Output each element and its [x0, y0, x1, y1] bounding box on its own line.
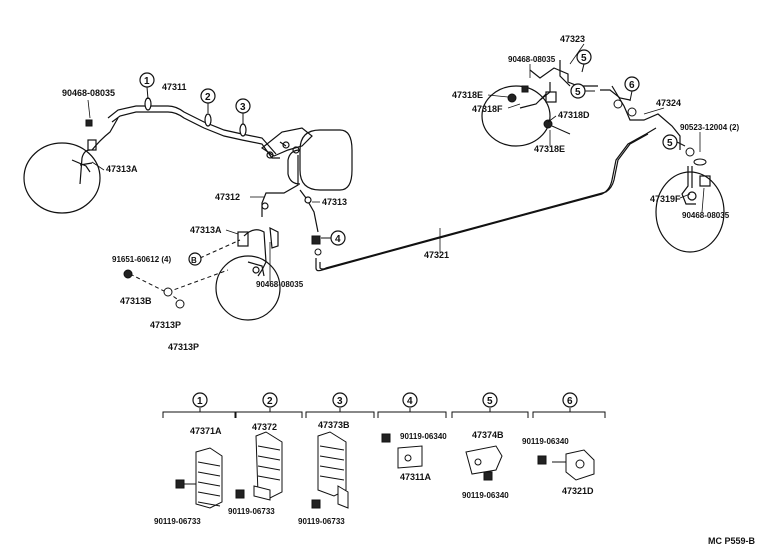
detail-1-clamp	[175, 447, 223, 509]
callout-leaders	[146, 63, 686, 239]
bolt-guide-lines	[129, 239, 241, 305]
label-47313A-mid: 47313A	[190, 225, 222, 235]
callout-2-label: 2	[205, 92, 211, 103]
bracket-mid	[269, 226, 279, 249]
detail-2-clamp	[235, 431, 283, 501]
left-tube-fitting	[71, 159, 93, 173]
label-47313P-b: 47313P	[168, 342, 199, 352]
part-labels: 90468-08035 47311 47313A 47312 47313 473…	[62, 34, 739, 352]
right-rear-wheel-assembly	[655, 166, 725, 253]
left-clip	[87, 139, 97, 151]
tube-47321	[315, 127, 657, 272]
detail-2-callout: 2	[267, 396, 273, 407]
left-rear-wheel-assembly	[23, 117, 119, 214]
d5-part-label: 47374B	[472, 430, 504, 440]
label-91651: 91651-60612 (4)	[112, 255, 171, 264]
label-47323: 47323	[560, 34, 585, 44]
label-47318D: 47318D	[558, 110, 590, 120]
detail-6-callout: 6	[567, 396, 573, 407]
detail-4-bracket	[381, 433, 423, 469]
label-leaders	[87, 43, 705, 282]
detail-3-callout: 3	[337, 396, 343, 407]
cable-47311	[107, 97, 277, 159]
left-brake-tube	[79, 117, 119, 185]
right-brake-backing-plate	[655, 171, 725, 253]
tube-47312	[261, 155, 319, 233]
label-47311: 47311	[162, 82, 187, 92]
d3-part-label: 47373B	[318, 420, 350, 430]
d2-part-label: 47372	[252, 422, 277, 432]
d6-part-label: 47321D	[562, 486, 594, 496]
label-47319F: 47319F	[650, 194, 681, 204]
detail-4-callout: 4	[407, 396, 413, 407]
d1-bolt-label: 90119-06733	[154, 517, 201, 526]
d1-part-label: 47371A	[190, 426, 222, 436]
callouts	[139, 49, 678, 266]
label-47313P-a: 47313P	[150, 320, 181, 330]
detail-6-bracket	[537, 449, 595, 481]
label-90523-12004: 90523-12004 (2)	[680, 123, 739, 132]
label-47321: 47321	[424, 250, 449, 260]
label-47318F: 47318F	[472, 104, 503, 114]
fasteners-left	[85, 119, 322, 309]
label-47318E-b: 47318E	[534, 144, 565, 154]
detail-labels: 47371A 90119-06733 47372 90119-06733 473…	[154, 420, 594, 526]
d3-bolt-label: 90119-06733	[298, 517, 345, 526]
detail-1-callout: 1	[197, 396, 203, 407]
clamp-1-marker	[144, 97, 152, 111]
label-90468-08035-top: 90468-08035	[508, 55, 556, 64]
callout-5c-label: 5	[667, 138, 673, 149]
d4-part-label: 47311A	[400, 472, 432, 482]
detail-callouts	[192, 392, 578, 408]
label-47318E-a: 47318E	[452, 90, 483, 100]
label-47313A-left: 47313A	[106, 164, 138, 174]
callout-3-label: 3	[240, 102, 246, 113]
d4-bolt-label: 90119-06340	[400, 432, 447, 441]
detail-brackets	[162, 408, 606, 418]
callout-b-label: B	[191, 256, 197, 265]
diagram-code: MC P559-B	[708, 536, 756, 546]
label-90468-08035-a: 90468-08035	[62, 88, 115, 98]
label-47313: 47313	[322, 197, 347, 207]
label-47324: 47324	[656, 98, 681, 108]
left-brake-backing-plate	[23, 142, 101, 214]
d2-bolt-label: 90119-06733	[228, 507, 275, 516]
detail-5-callout: 5	[487, 396, 493, 407]
label-47312: 47312	[215, 192, 240, 202]
callout-6-label: 6	[629, 80, 635, 91]
right-upper-assembly	[481, 60, 681, 150]
label-90468-08035-r: 90468-08035	[682, 211, 730, 220]
clamp-3-marker	[239, 123, 247, 137]
label-90468-08035-mid: 90468-08035	[256, 280, 304, 289]
d5-bolt-label: 90119-06340	[462, 491, 509, 500]
detail-5-bracket	[465, 445, 503, 481]
callout-b	[188, 252, 202, 266]
callout-5b-label: 5	[575, 87, 581, 98]
middle-wheel-assembly	[215, 226, 281, 321]
callout-4-label: 4	[335, 234, 341, 245]
fasteners-right	[507, 85, 707, 166]
label-47313B: 47313B	[120, 296, 152, 306]
clamp-2-marker	[204, 113, 212, 127]
middle-brake-backing-plate	[215, 255, 281, 321]
brake-booster	[260, 127, 353, 191]
detail-3-clamp	[311, 431, 349, 509]
callout-1-label: 1	[144, 76, 150, 87]
d6-bolt-label: 90119-06340	[522, 437, 569, 446]
callout-5a-label: 5	[581, 53, 587, 64]
right-inner-backing-plate	[481, 85, 551, 147]
